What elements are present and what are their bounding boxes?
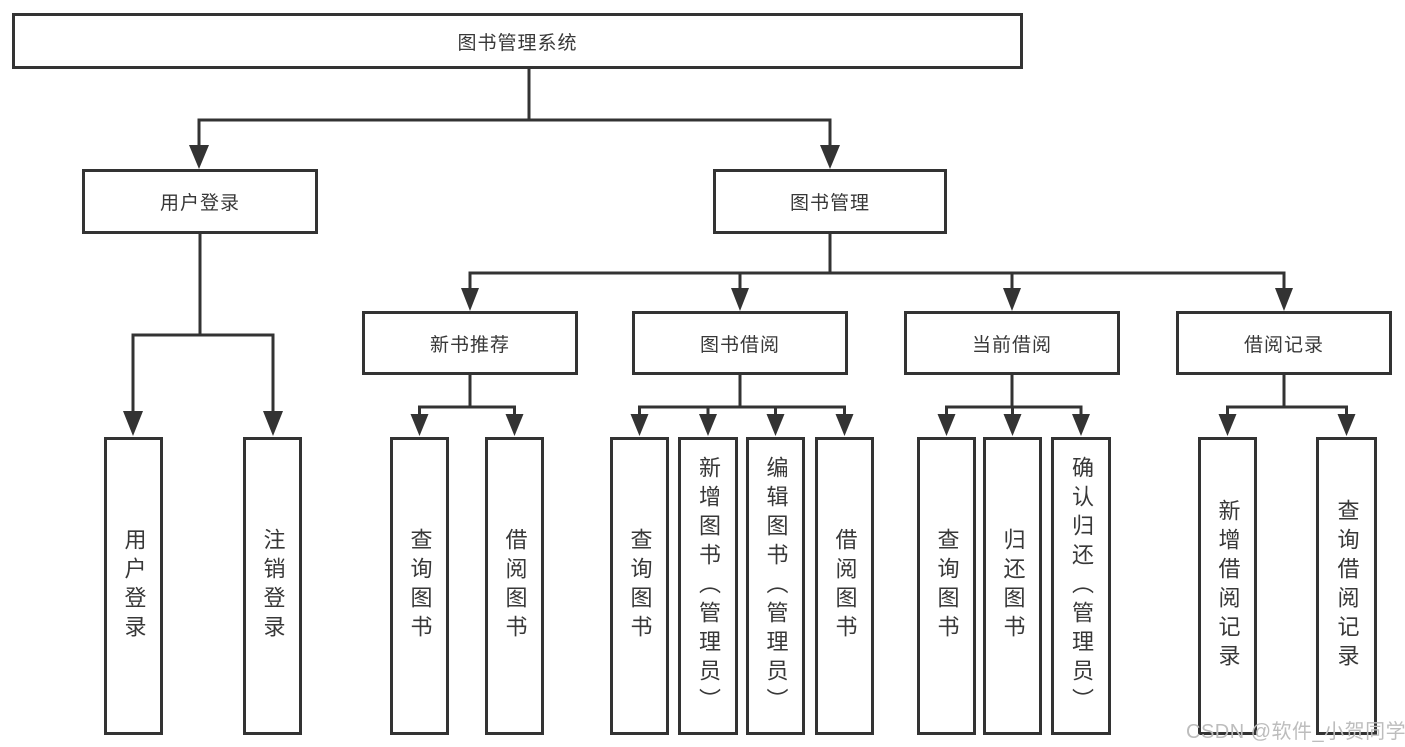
leaf-user-login: 用户登录 [104, 437, 163, 735]
leaf-bb-query-books: 查询图书 [610, 437, 669, 735]
arrowhead [1003, 414, 1022, 436]
arrowhead [263, 411, 283, 436]
leaf-bb-borrow-books: 借阅图书 [815, 437, 874, 735]
leaf-br-query-record: 查询借阅记录 [1316, 437, 1377, 735]
leaf-logout: 注销登录 [243, 437, 302, 735]
node-borrow-records: 借阅记录 [1176, 311, 1392, 375]
leaf-nbr-borrow-books: 借阅图书 [485, 437, 544, 735]
arrowhead [1275, 288, 1293, 311]
arrowhead [630, 414, 649, 436]
arrowhead [937, 414, 956, 436]
node-user-login: 用户登录 [82, 169, 318, 234]
node-book-management: 图书管理 [713, 169, 947, 234]
leaf-nbr-query-books: 查询图书 [390, 437, 449, 735]
arrowhead [461, 288, 479, 311]
leaf-cb-return-books: 归还图书 [983, 437, 1042, 735]
arrowhead [410, 414, 429, 436]
arrowhead [766, 414, 785, 436]
node-new-book-recommend: 新书推荐 [362, 311, 578, 375]
arrowhead [1003, 288, 1021, 311]
arrowhead [1337, 414, 1356, 436]
arrowhead [835, 414, 854, 436]
leaf-bb-add-books-admin: 新增图书（管理员） [678, 437, 738, 735]
arrowhead [189, 145, 209, 169]
leaf-br-add-record: 新增借阅记录 [1198, 437, 1257, 735]
leaf-cb-confirm-return-admin: 确认归还（管理员） [1051, 437, 1111, 735]
arrowhead [123, 411, 143, 436]
node-root: 图书管理系统 [12, 13, 1023, 69]
arrowhead [820, 145, 840, 169]
leaf-bb-edit-books-admin: 编辑图书（管理员） [746, 437, 805, 735]
leaf-cb-query-books: 查询图书 [917, 437, 976, 735]
node-book-borrow: 图书借阅 [632, 311, 848, 375]
arrowhead [1218, 414, 1237, 436]
csdn-watermark: CSDN @软件_小贺同学 [1186, 721, 1405, 743]
arrowhead [505, 414, 524, 436]
arrowhead [1072, 414, 1090, 436]
arrowhead [731, 288, 749, 311]
node-current-borrow: 当前借阅 [904, 311, 1120, 375]
arrowhead [699, 414, 717, 436]
